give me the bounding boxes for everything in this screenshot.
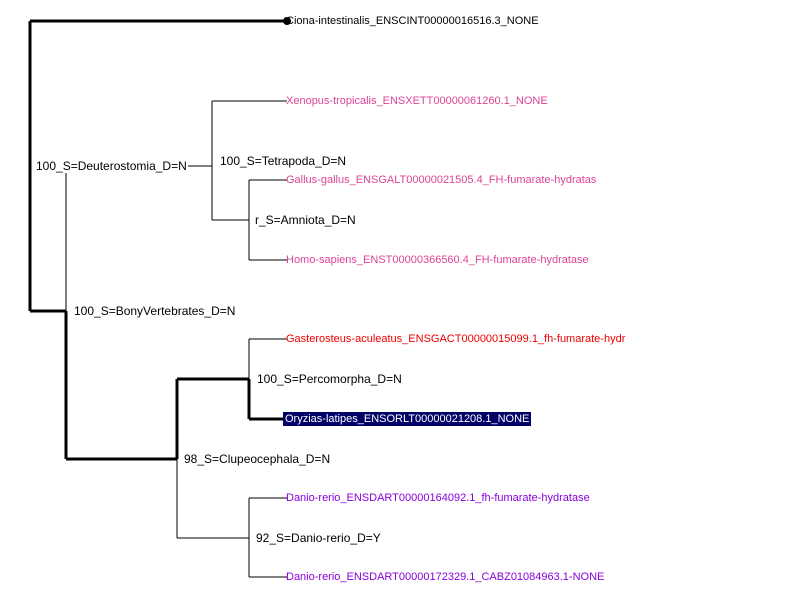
leaf-label-danio1[interactable]: Danio-rerio_ENSDART00000164092.1_fh-fuma…	[286, 492, 590, 504]
leaf-label-oryzias-selected[interactable]: Oryzias-latipes_ENSORLT00000021208.1_NON…	[283, 412, 532, 426]
node-label-danio-rerio[interactable]: 92_S=Danio-rerio_D=Y	[255, 531, 382, 545]
node-label-clupeocephala[interactable]: 98_S=Clupeocephala_D=N	[183, 452, 332, 466]
node-label-deuterostomia[interactable]: 100_S=Deuterostomia_D=N	[35, 159, 188, 173]
node-label-tetrapoda[interactable]: 100_S=Tetrapoda_D=N	[219, 154, 348, 168]
leaf-label-danio2[interactable]: Danio-rerio_ENSDART00000172329.1_CABZ010…	[286, 571, 605, 583]
node-label-bony-vertebrates[interactable]: 100_S=BonyVertebrates_D=N	[73, 304, 237, 318]
node-label-percomorpha[interactable]: 100_S=Percomorpha_D=N	[256, 372, 403, 386]
leaf-label-gasterosteus[interactable]: Gasterosteus-aculeatus_ENSGACT0000001509…	[286, 333, 626, 345]
leaf-label-xenopus[interactable]: Xenopus-tropicalis_ENSXETT00000061260.1_…	[286, 95, 548, 107]
leaf-label-homo[interactable]: Homo-sapiens_ENST00000366560.4_FH-fumara…	[286, 254, 589, 266]
node-label-amniota[interactable]: r_S=Amniota_D=N	[254, 213, 357, 227]
leaf-label-ciona[interactable]: Ciona-intestinalis_ENSCINT00000016516.3_…	[286, 15, 539, 27]
leaf-label-gallus[interactable]: Gallus-gallus_ENSGALT00000021505.4_FH-fu…	[286, 174, 597, 186]
root-marker-icon[interactable]	[283, 17, 291, 25]
